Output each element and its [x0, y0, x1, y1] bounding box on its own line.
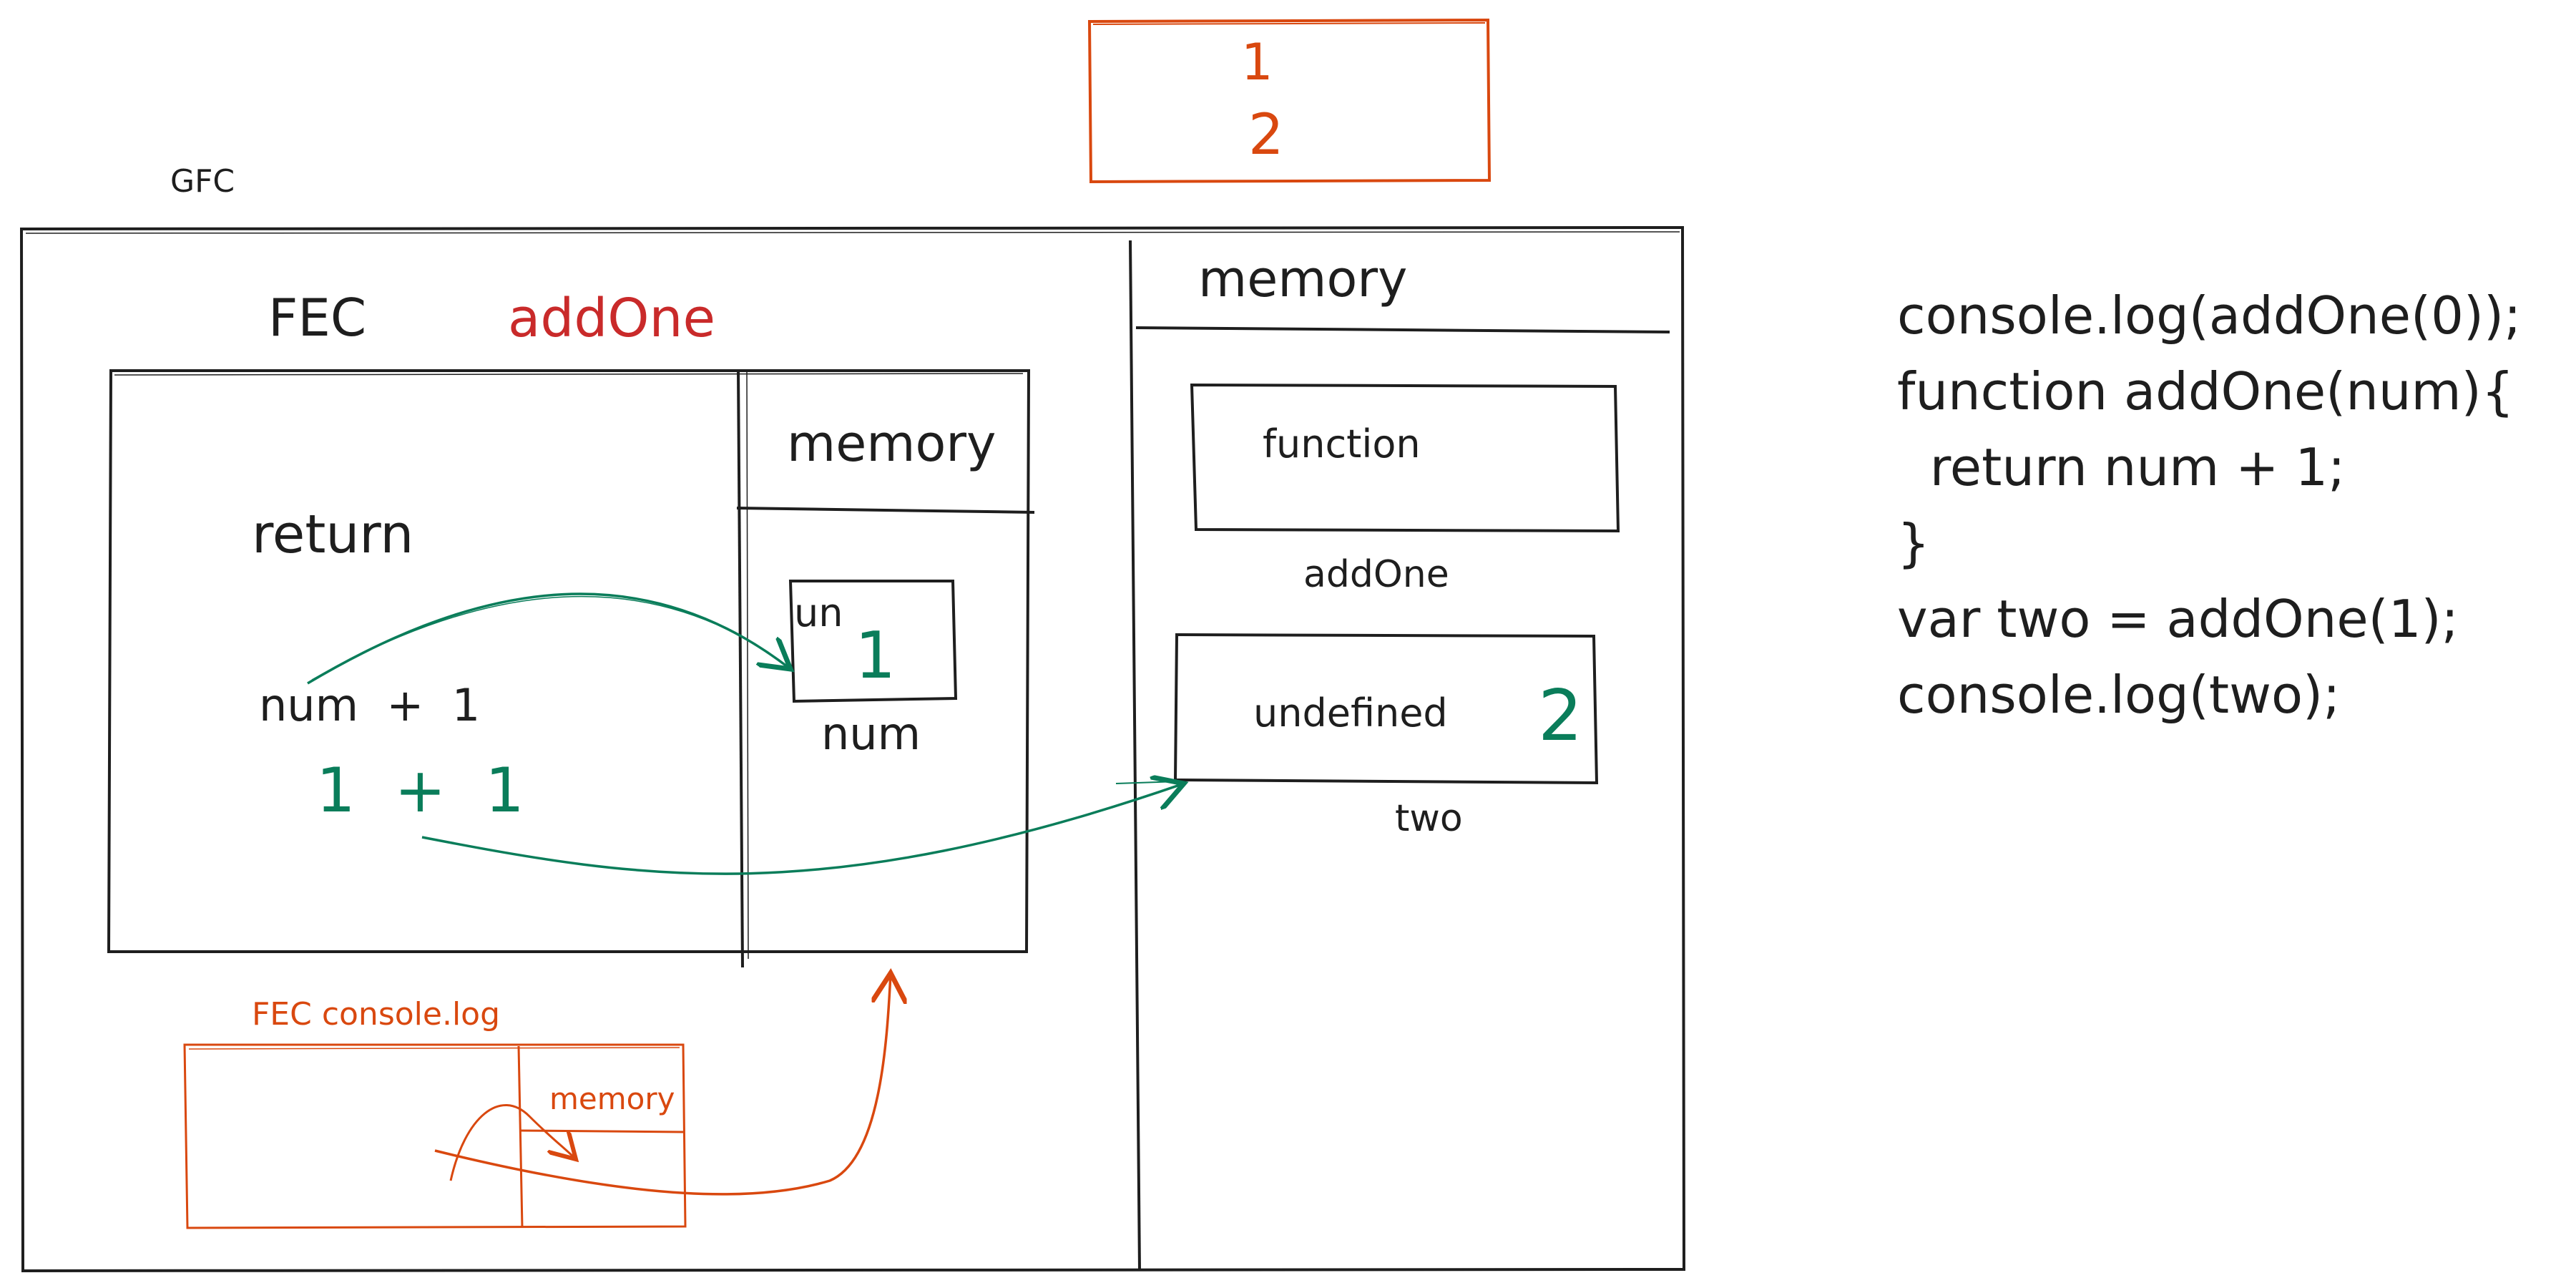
expression-label: num + 1	[259, 679, 481, 731]
output-line-1: 1	[1241, 33, 1273, 92]
output-box	[1087, 18, 1492, 184]
fec-console-memory-label: memory	[549, 1081, 675, 1116]
code-line-3: return num + 1;	[1897, 437, 2346, 497]
fec-label: FEC	[268, 288, 367, 348]
code-line-6: console.log(two);	[1897, 665, 2341, 725]
two-box	[1173, 633, 1599, 785]
arrow-result-to-two	[421, 784, 1184, 875]
num-box-value: 1	[855, 618, 896, 693]
two-box-value: 2	[1538, 675, 1583, 757]
gec-label: GFC	[170, 163, 235, 200]
function-box-name: addOne	[1303, 553, 1449, 596]
global-context-frame	[19, 225, 1686, 1273]
num-box-text: un	[794, 590, 843, 635]
arrow-console-return	[434, 973, 891, 1196]
code-line-5: var two = addOne(1);	[1897, 589, 2459, 649]
fec-console-label: FEC console.log	[252, 996, 501, 1033]
global-memory-divider	[1129, 240, 1141, 1272]
code-listing: console.log(addOne(0)); function addOne(…	[1897, 278, 2521, 733]
global-memory-underline	[1135, 326, 1670, 333]
function-box-text: function	[1263, 421, 1421, 467]
fec-function-name: addOne	[508, 288, 715, 349]
fec-memory-divider	[737, 370, 744, 968]
two-box-name: two	[1395, 797, 1463, 840]
arrow-console-loop	[449, 1104, 576, 1181]
code-line-4: }	[1897, 513, 1930, 573]
return-label: return	[252, 504, 414, 565]
num-box-name: num	[821, 708, 921, 760]
function-box	[1190, 383, 1620, 533]
code-line-1: console.log(addOne(0));	[1897, 286, 2522, 346]
fec-console-frame	[183, 1043, 687, 1229]
fec-addone-frame	[107, 369, 1031, 953]
gec-memory-label: memory	[1198, 250, 1408, 308]
arrow-num-to-memory	[307, 592, 790, 685]
evaluated-expression: 1 + 1	[316, 755, 524, 826]
output-line-2: 2	[1248, 103, 1284, 167]
fec-memory-underline	[736, 507, 1035, 514]
code-line-2: function addOne(num){	[1897, 361, 2514, 421]
fec-memory-label: memory	[787, 414, 996, 473]
two-box-text: undefined	[1253, 691, 1448, 736]
